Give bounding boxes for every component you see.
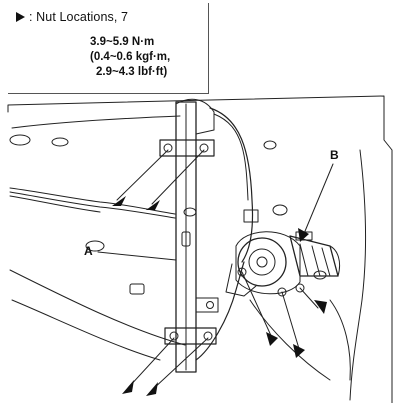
leader-line [299, 287, 319, 309]
panel-hole [272, 204, 288, 216]
wiring-harness [9, 187, 176, 215]
rail-top-guide [175, 98, 215, 135]
motor-body [289, 235, 339, 277]
wiring-harness [9, 191, 176, 219]
leader-line [281, 291, 301, 353]
clamp-bolt [199, 143, 209, 153]
nut-marker-arrow [146, 382, 158, 396]
door-panel-inner-rib [329, 299, 351, 381]
panel-hole [129, 283, 145, 295]
legend-title: : Nut Locations, 7 [16, 10, 128, 24]
leader-line [116, 149, 169, 201]
regulator-cable [209, 107, 254, 263]
panel-hole [85, 240, 105, 252]
leader-line [241, 271, 274, 341]
cable-drum-hub [256, 256, 268, 268]
motor-rib [299, 243, 309, 277]
door-panel-outline [7, 95, 393, 403]
door-panel-right-edge [349, 149, 367, 401]
motor-bracket [225, 263, 257, 297]
callout-b: B [330, 148, 339, 162]
nut-marker-arrow [266, 332, 278, 346]
nut-marker-arrow [146, 200, 160, 210]
callout-b-arrow [298, 228, 309, 242]
torque-spec: 3.9~5.9 N·m (0.4~0.6 kgf·m, 2.9~4.3 lbf·… [90, 35, 170, 80]
clamp-bolt [169, 331, 179, 341]
clamp-bolt [163, 143, 173, 153]
callout-a: A [84, 244, 93, 258]
motor-rib [311, 245, 321, 277]
motor-mount-bolt [237, 267, 247, 277]
motor-mount-bolt [295, 283, 305, 293]
leader-line [151, 149, 205, 205]
torque-line-kgfm: (0.4~0.6 kgf·m, [90, 51, 171, 63]
regulator-cable [213, 113, 249, 201]
rail-slot [181, 231, 191, 247]
legend-box: : Nut Locations, 7 [8, 3, 209, 94]
lower-clamp-bracket [164, 327, 217, 345]
clamp-bolt [203, 331, 213, 341]
cable-clip [243, 209, 259, 223]
motor-end-cap [329, 245, 341, 277]
legend-title-text: : Nut Locations, 7 [29, 10, 129, 24]
motor-rib [321, 247, 331, 277]
leader-line [151, 337, 209, 391]
arrow-marker-icon [16, 12, 25, 22]
leader-line [127, 337, 175, 389]
upper-clamp-bracket [159, 139, 215, 157]
leader-line-a [97, 251, 177, 261]
door-lower-sweep [9, 269, 186, 346]
panel-hole [9, 134, 31, 146]
cable-drum-inner [248, 248, 276, 276]
nut-marker-arrow [293, 344, 305, 358]
torque-line-lbfft: 2.9~4.3 lbf·ft) [96, 66, 168, 78]
door-bottom-edge [11, 299, 161, 361]
door-panel-inner-edge [11, 115, 181, 129]
lower-mount-tab [195, 297, 219, 313]
drum-housing [235, 231, 301, 295]
wiring-harness [9, 195, 101, 213]
door-lower-right-curve [249, 299, 331, 381]
torque-line-nm: 3.9~5.9 N·m [90, 36, 155, 48]
motor-connector [295, 231, 313, 241]
panel-hole [51, 137, 69, 147]
leader-line-b [302, 163, 334, 237]
mount-bolt [206, 301, 214, 309]
cable-drum [237, 237, 287, 287]
regulator-cable [195, 261, 245, 361]
panel-hole [313, 270, 327, 280]
nut-marker-arrow [314, 300, 327, 314]
nut-marker-arrow [122, 380, 134, 394]
panel-hole [263, 140, 277, 150]
regulator-rail [175, 101, 197, 373]
motor-mount-bolt [277, 287, 287, 297]
nut-marker-arrow [112, 196, 126, 206]
